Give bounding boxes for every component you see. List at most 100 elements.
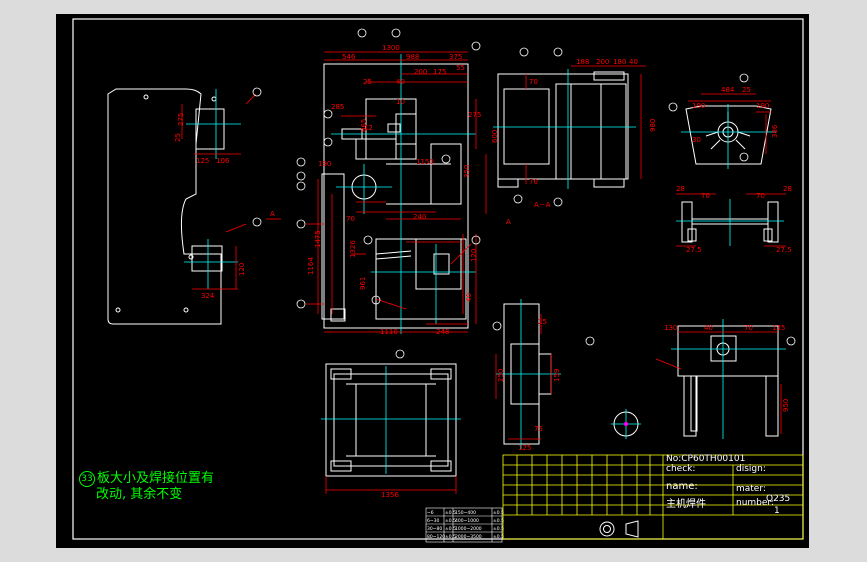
tolerance-table: [425, 507, 503, 543]
round-detail-view: [611, 409, 641, 439]
front-view-dims: [306, 51, 487, 333]
dim-70-aa-b: 70: [529, 178, 538, 186]
dim-10: 10: [396, 98, 405, 106]
shaft-detail-dims: [495, 314, 552, 440]
dim-188: 188: [576, 58, 589, 66]
tol-r0c1: ±0.5: [445, 510, 456, 516]
dim-275-front: 275: [468, 111, 481, 119]
frame-detail-centerlines: [671, 319, 786, 439]
balloon-radial-1: [668, 102, 678, 112]
balloon-radial-2: [739, 73, 749, 83]
radial-detail-centerlines: [681, 104, 776, 169]
front-view-dim-text: 1300 546 988 375 55 25 40 200 175 275 10…: [307, 44, 511, 336]
shaft-detail-centerlines: [496, 299, 561, 449]
bracket-detail-centerlines: [676, 199, 784, 246]
dim-120-front: 120: [470, 249, 478, 262]
number-value: 1: [774, 506, 780, 516]
side-view-dims: [181, 93, 281, 290]
radial-detail-dims: [688, 93, 771, 154]
tol-r3c2: 2000~3500: [455, 534, 482, 540]
dim-55: 55: [456, 64, 465, 72]
dim-40-frame: 40: [704, 324, 713, 332]
arrow-a-right: A: [506, 218, 511, 226]
projection-symbols: [599, 520, 639, 538]
tol-r1c3: ±0.5: [493, 518, 504, 524]
dim-12: 12: [364, 124, 373, 132]
arrow-a-left: A: [270, 210, 275, 218]
dim-75: 75: [534, 425, 543, 433]
dim-30: 30: [692, 136, 701, 144]
dim-375: 375: [449, 53, 462, 61]
dim-980: 980: [649, 119, 657, 132]
dim-1475: 1475: [314, 230, 322, 248]
side-view-centerlines: [184, 89, 241, 289]
dim-1150: 1150: [416, 158, 434, 166]
balloon-33-left: [252, 217, 262, 227]
dim-27-5-l: 27.5: [686, 246, 702, 254]
check-label: check:: [666, 464, 696, 474]
part-name: 主机焊件: [666, 499, 706, 510]
dim-600: 600: [491, 130, 499, 143]
dim-190-radial-l: 190: [692, 102, 705, 110]
dim-25-radial: 25: [742, 86, 751, 94]
section-label: A－A: [534, 201, 551, 209]
tol-r0c3: ±0.5: [493, 510, 504, 516]
dim-200-aa: 200: [596, 58, 609, 66]
tol-r3c1: ±0.5: [445, 534, 456, 540]
bracket-detail-dim-text: 28 70 70 28 27.5 27.5: [676, 185, 792, 254]
tol-r2c1: ±0.5: [445, 526, 456, 532]
balloon-aa-1: [519, 47, 529, 57]
mater-value: Q235: [766, 494, 791, 504]
balloon-radial-3: [739, 152, 749, 162]
dim-1326: 1326: [349, 240, 357, 258]
dim-120: 120: [238, 263, 246, 276]
dim-1164: 1164: [307, 257, 315, 275]
radial-detail-view: [685, 105, 772, 165]
dim-1356: 1356: [381, 491, 399, 499]
tol-r1c2: 400~1000: [455, 518, 479, 524]
tol-r2c0: 30~80: [427, 526, 442, 532]
dim-546: 546: [342, 53, 356, 61]
balloon-frame: [786, 336, 796, 346]
balloon-aa-3: [513, 194, 523, 204]
front-view-balloons: [296, 28, 481, 309]
dim-106: 106: [216, 157, 230, 165]
name-label: name:: [666, 481, 698, 492]
balloon-aa-2: [553, 47, 563, 57]
dim-27-5-r: 27.5: [776, 246, 792, 254]
frame-detail-dims: [655, 331, 782, 434]
dim-40-front-b: 40: [465, 293, 473, 302]
dim-484: 484: [721, 86, 735, 94]
dim-190-radial-r: 190: [756, 102, 769, 110]
tol-r0c0: ~6: [427, 510, 434, 516]
dim-180: 180: [613, 58, 626, 66]
number-label: number:: [736, 498, 774, 508]
section-aa-dim-text: 188 200 180 40 980 70 70 A－A: [529, 58, 657, 209]
tol-r2c2: 1000~2000: [455, 526, 482, 532]
design-label: disign:: [736, 464, 766, 474]
tol-r3c3: ±0.5: [493, 534, 504, 540]
dim-40-aa: 40: [629, 58, 638, 66]
dim-175: 175: [433, 68, 446, 76]
dim-988: 988: [406, 53, 419, 61]
balloon-shaft-2: [492, 321, 502, 331]
frame-detail-dim-text: 130 40 70 135 950: [664, 324, 790, 412]
balloon-aa-4: [553, 197, 563, 207]
front-view-centerlines: [331, 54, 476, 334]
tolerance-table-text: ~6 ±0.5 150~400 ±0.5 6~30 ±0.5 400~1000 …: [427, 510, 504, 540]
dim-40-front: 40: [396, 78, 405, 86]
cad-drawing: 275 25 125 106 120 324 A: [72, 18, 804, 543]
dim-28-r: 28: [783, 185, 792, 193]
dim-125-shaft: 125: [518, 444, 531, 452]
section-aa-dims: [525, 65, 646, 184]
dim-865: 865: [360, 119, 368, 132]
front-view: [321, 63, 469, 329]
drawing-number: No:CP60TH00101: [666, 454, 746, 464]
drawing-border: [72, 18, 804, 540]
bottom-view-dims: [325, 476, 457, 494]
drawing-sheet: 275 25 125 106 120 324 A: [56, 14, 809, 548]
note-text-2: 改动, 其余不变: [96, 487, 183, 502]
dim-386: 386: [771, 124, 779, 138]
note-balloon: 33: [79, 470, 95, 487]
